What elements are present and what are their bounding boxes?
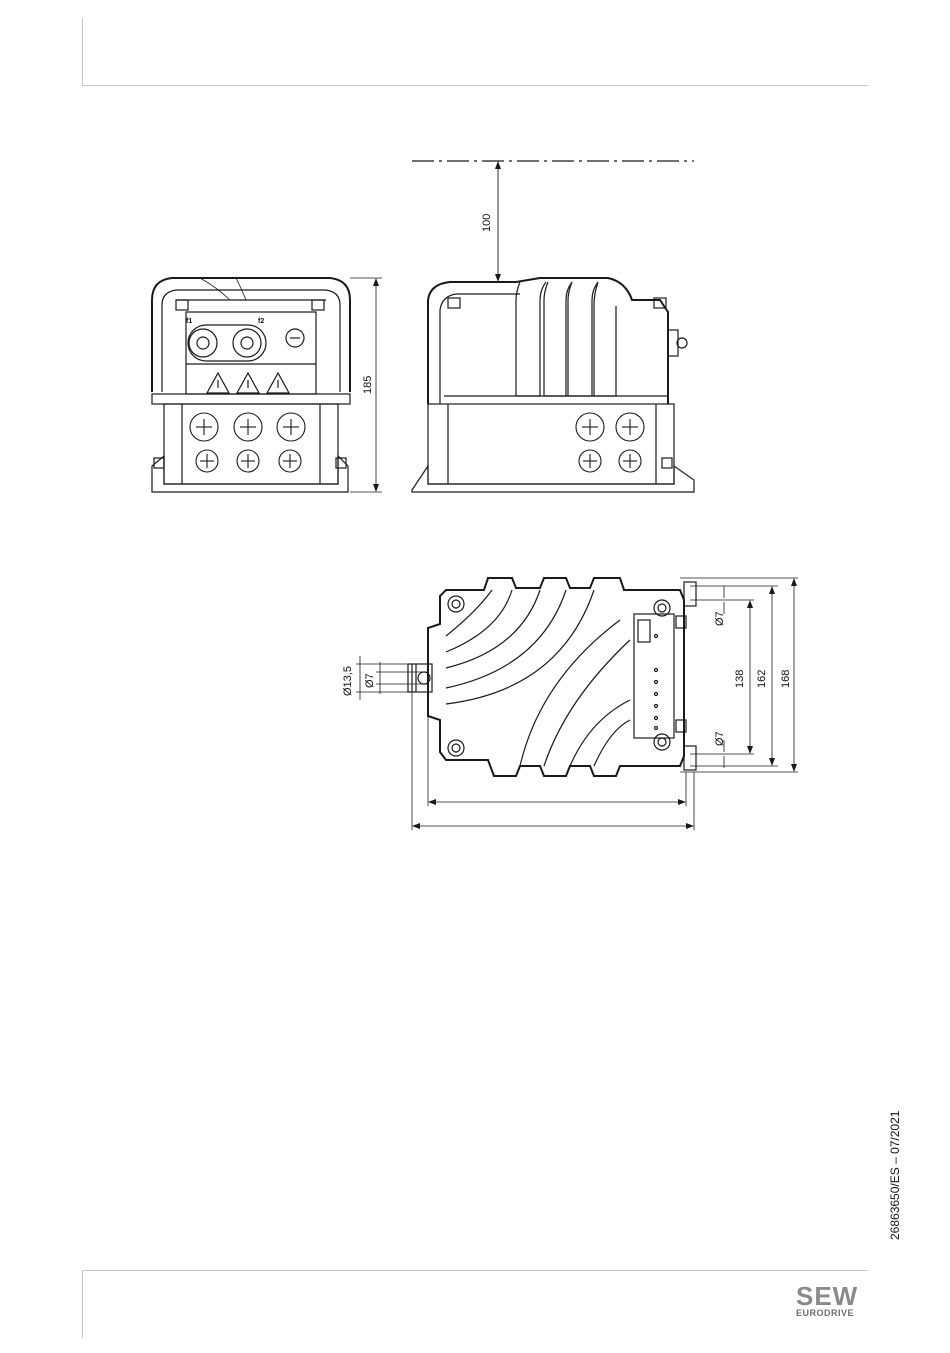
dim-cable-diameter: Ø13,5	[342, 666, 354, 696]
dim-clearance-top: 100	[481, 214, 493, 232]
clearance-centerline	[412, 161, 694, 282]
dim-hole-top: Ø7	[714, 611, 726, 626]
top-view	[356, 578, 798, 830]
side-view	[412, 278, 694, 492]
fuse-label-2: f2	[258, 318, 264, 325]
logo-sub: EURODRIVE	[796, 1308, 870, 1318]
dim-height-front: 185	[362, 376, 374, 394]
sew-eurodrive-logo: SEW EURODRIVE	[796, 1284, 870, 1318]
front-view	[152, 278, 382, 492]
dim-hole-left: Ø7	[364, 673, 376, 688]
dim-168: 168	[780, 670, 792, 688]
dim-hole-bottom: Ø7	[714, 731, 726, 746]
document-id: 26863650/ES – 07/2021	[888, 1111, 902, 1240]
dim-162: 162	[756, 670, 768, 688]
fuse-label-1: f1	[186, 318, 192, 325]
logo-main: SEW	[796, 1284, 870, 1308]
dim-138: 138	[734, 670, 746, 688]
